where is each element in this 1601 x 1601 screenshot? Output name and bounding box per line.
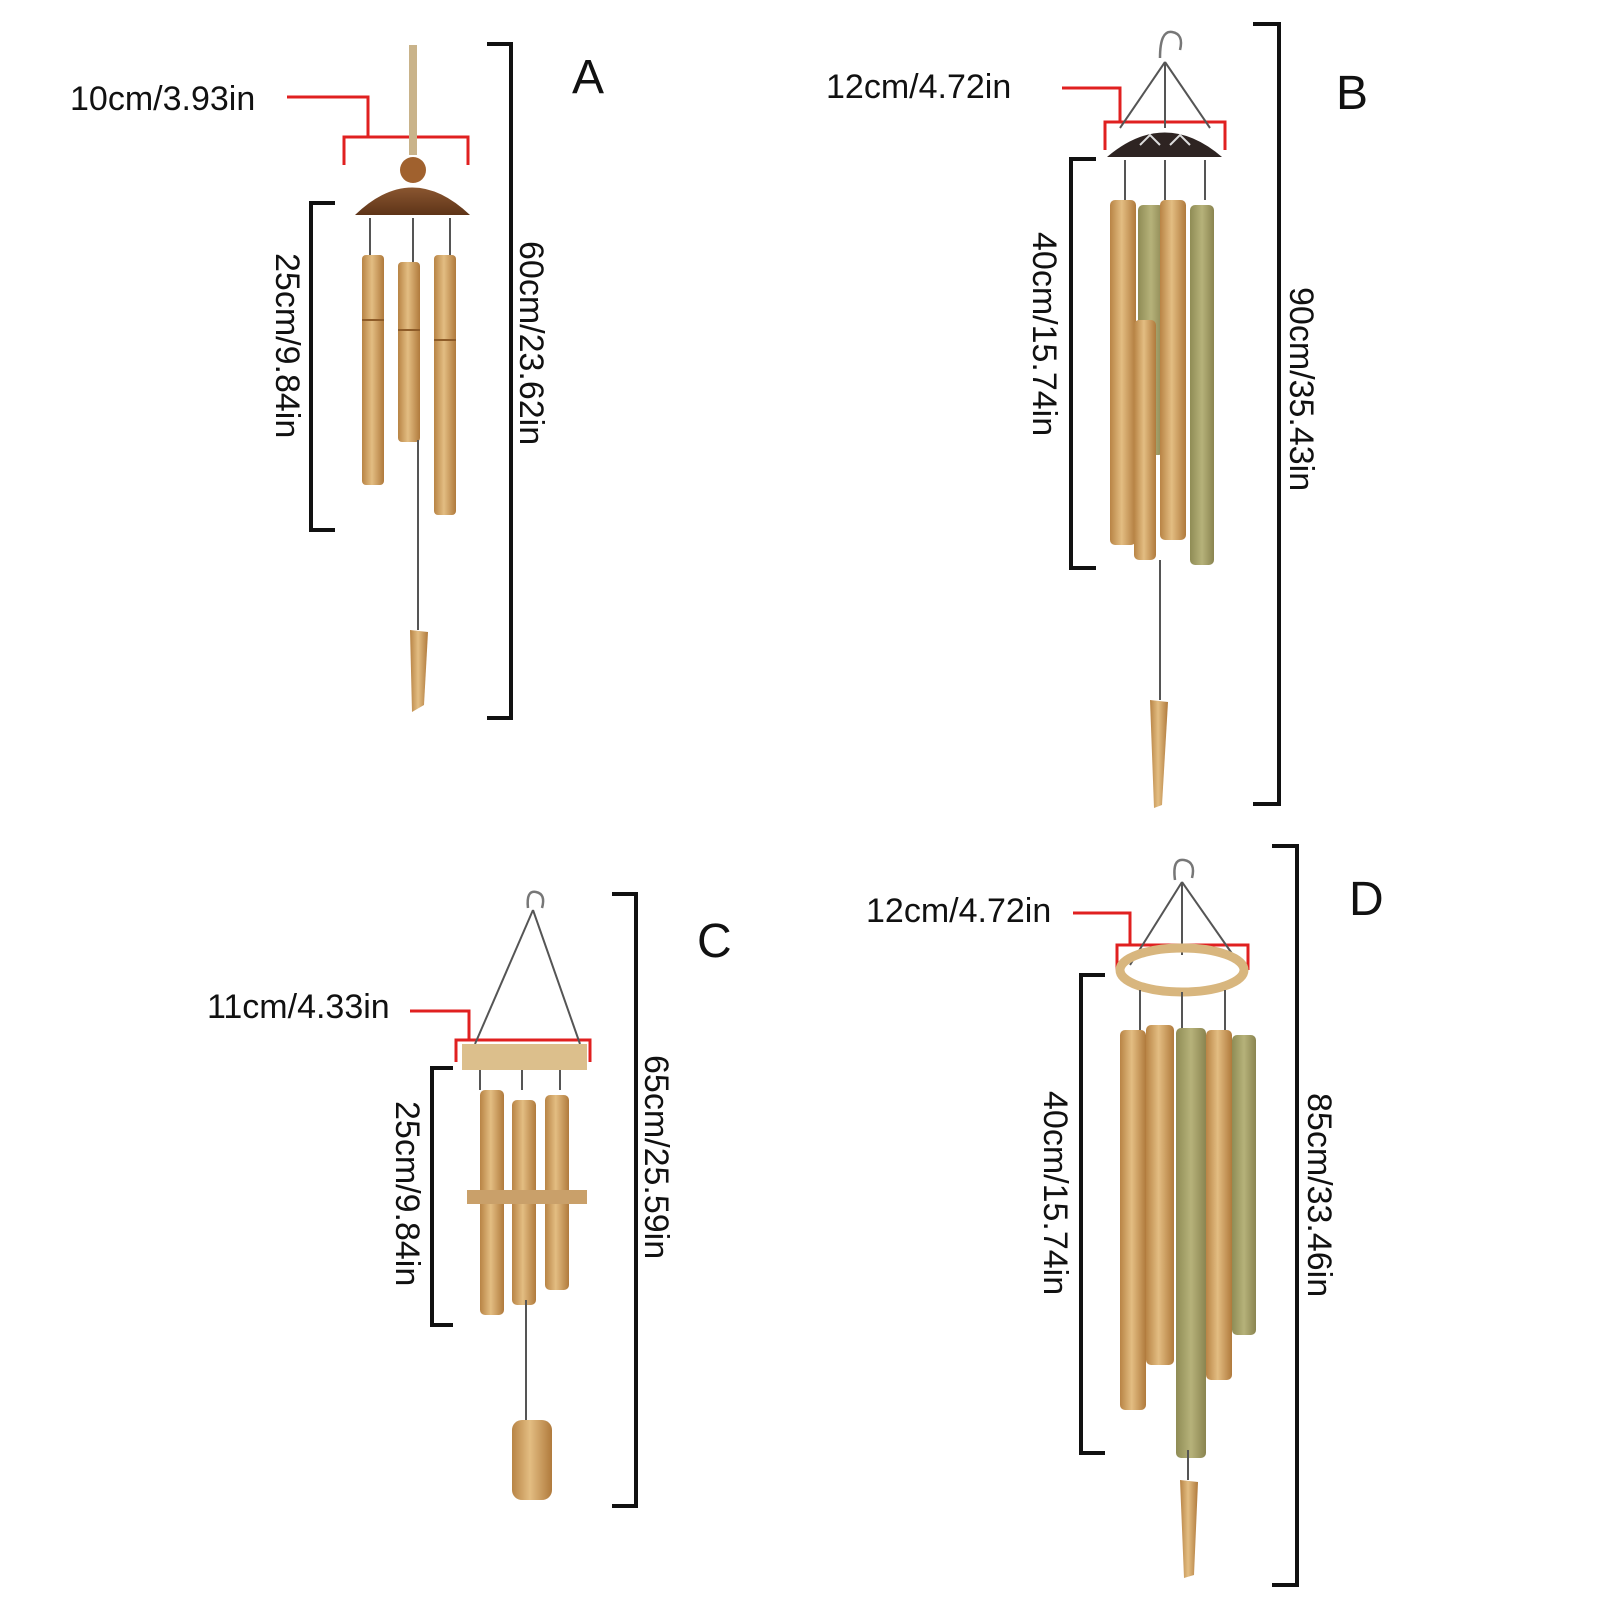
panel-letter-a: A — [572, 51, 604, 104]
panel-letter-c: C — [697, 915, 732, 968]
width-leader-b — [1062, 86, 1122, 122]
tube-bracket-b — [1069, 157, 1096, 570]
panel-letter-d: D — [1349, 873, 1384, 926]
total-length-label-c: 65cm/25.59in — [637, 1055, 675, 1259]
width-leader-c — [410, 1009, 471, 1040]
tube-length-label-b: 40cm/15.74in — [1025, 232, 1063, 436]
panel-a: A 10cm/3.93in 25cm/9.84in 60cm/23.62in — [70, 42, 604, 720]
width-leader-d — [1073, 911, 1132, 945]
tube-length-label-a: 25cm/9.84in — [268, 253, 306, 438]
width-leader-a — [287, 95, 370, 137]
tube-length-label-d: 40cm/15.74in — [1036, 1091, 1074, 1295]
panel-d: D 12cm/4.72in 40cm/15.74in 85cm/33.46in — [866, 844, 1384, 1587]
panel-b: B 12cm/4.72in 40cm/15.74in 90cm/35.43in — [826, 22, 1368, 808]
wind-chime-d-illustration — [1115, 858, 1256, 1578]
wind-chime-c-illustration — [462, 890, 587, 1500]
total-bracket-d — [1272, 844, 1299, 1587]
panel-letter-b: B — [1336, 67, 1368, 120]
total-bracket-b — [1253, 22, 1281, 806]
tube-length-label-c: 25cm/9.84in — [388, 1101, 426, 1286]
width-marker-c — [454, 1038, 592, 1062]
total-length-label-d: 85cm/33.46in — [1300, 1093, 1338, 1297]
width-label-c: 11cm/4.33in — [207, 988, 390, 1026]
tube-bracket-d — [1079, 973, 1105, 1455]
total-length-label-b: 90cm/35.43in — [1282, 287, 1320, 491]
total-length-label-a: 60cm/23.62in — [512, 241, 550, 445]
wind-chime-b-illustration — [1107, 30, 1222, 808]
total-bracket-a — [487, 42, 513, 720]
width-label-d: 12cm/4.72in — [866, 892, 1051, 930]
tube-bracket-c — [430, 1066, 453, 1327]
panel-c: C 11cm/4.33in 25cm/9.84in 65cm/25.59in — [207, 890, 732, 1508]
width-label-b: 12cm/4.72in — [826, 68, 1011, 106]
wind-chime-a-illustration — [355, 45, 470, 712]
total-bracket-c — [612, 892, 638, 1508]
width-marker-a — [342, 135, 470, 165]
tube-bracket-a — [309, 201, 335, 532]
width-label-a: 10cm/3.93in — [70, 80, 255, 118]
